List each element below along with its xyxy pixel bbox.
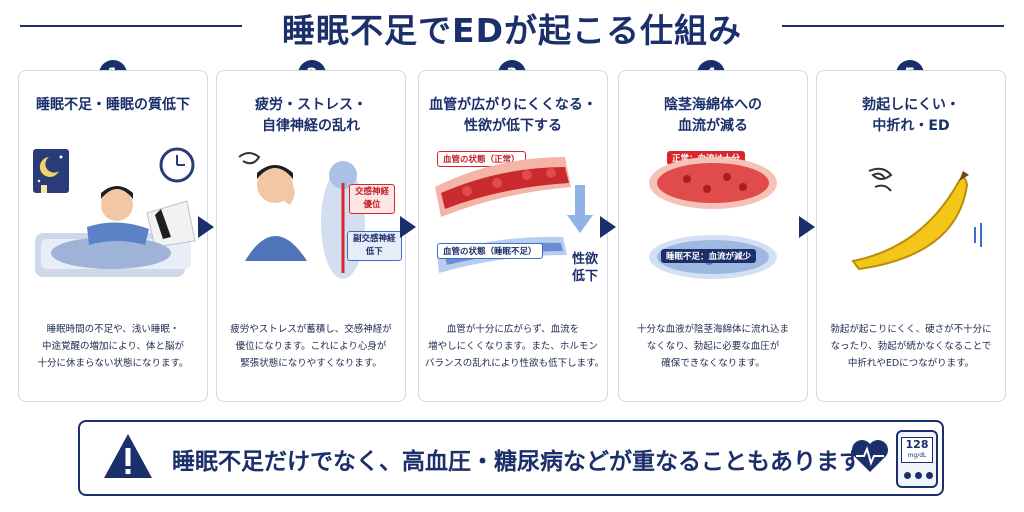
step-2-description: 疲労やストレスが蓄積し、交感神経が 優位になります。これにより心身が 緊張状態に… [223,321,399,372]
arrow-right-icon [400,216,416,238]
step-5-title-line: 勃起しにくい・ [862,97,960,113]
libido-low-label: 性欲 低下 [565,251,605,285]
step-2-card: 疲労・ストレス・ 自律神経の乱れ 交感神経 優位 副交感神経 低下 疲労やストレ… [216,70,406,402]
banner-text: 睡眠不足だけでなく、高血圧・糖尿病などが重なることもあります [172,449,862,475]
warning-banner: 睡眠不足だけでなく、高血圧・糖尿病などが重なることもあります 128 mg/dL [78,420,944,496]
step-5-title-line: 中折れ・ED [872,118,950,134]
step-3-desc-line: バランスの乱れにより性欲も低下します。 [425,358,605,369]
reduced-flow-label: 睡眠不足：血流が減少 [661,249,757,263]
step-3-title-line: 性欲が低下する [464,118,562,134]
meter-unit: mg/dL [907,452,927,459]
parasympathetic-label-line: 低下 [365,247,383,257]
libido-low-line: 性欲 [571,252,598,267]
normal-vessel [435,157,571,217]
dizzy-swirl-icon [868,167,893,192]
step-4-title-line: 血流が減る [678,118,748,134]
step-5-description: 勃起が起こりにくく、硬さが不十分に なったり、勃起が続かなくなることで 中折れや… [823,321,999,372]
moon-icon [33,149,69,193]
step-3-description: 血管が十分に広がらず、血流を 増やしにくくなります。また、ホルモン バランスの乱… [425,321,605,372]
step-2-desc-line: 疲労やストレスが蓄積し、交感神経が [230,324,392,335]
sympathetic-label-line: 優位 [363,200,381,210]
downward-arrow [567,185,593,233]
step-3-desc-line: 血管が十分に広がらず、血流を [446,324,580,335]
step-4-description: 十分な血液が陰茎海綿体に流れ込ま なくなり、勃起に必要な血圧が 確保できなくなり… [625,321,801,372]
arrow-right-icon [198,216,214,238]
step-5-card: 勃起しにくい・ 中折れ・ED 勃起が起こりにくく、硬さが不十分に なったり、勃起… [816,70,1006,402]
banana-illustration [851,167,982,271]
step-4-desc-line: 確保できなくなります。 [661,358,765,369]
normal-vessel-label: 血管の状態（正常） [437,151,526,167]
arrow-right-icon [799,216,815,238]
title-row: 睡眠不足でEDが起こる仕組み [0,0,1024,52]
parasympathetic-label-line: 副交感神経 [353,234,396,244]
step-1-desc-line: 中途覚醒の増加により、体と脳が [42,341,184,352]
step-2-title: 疲労・ストレス・ 自律神経の乱れ [221,95,401,137]
step-4-desc-line: なくなり、勃起に必要な血圧が [646,341,780,352]
warning-icon [104,434,152,478]
step-5-desc-line: 勃起が起こりにくく、硬さが不十分に [830,324,992,335]
title-rule-right [782,25,1004,27]
step-2-desc-line: 緊張状態になりやすくなります。 [240,358,382,369]
step-5-desc-line: 中折れやEDにつながります。 [847,358,975,369]
step-1-desc-line: 十分に休まらない状態になります。 [37,358,189,369]
step-1-title-line: 睡眠不足・睡眠の質低下 [36,97,190,113]
page-title: 睡眠不足でEDが起こる仕組み [282,11,742,50]
step-3-card: 血管が広がりにくくなる・ 性欲が低下する 血管の状態（正常） 血管の状態（睡眠不… [418,70,608,402]
meter-button [915,472,922,479]
dizzy-swirl-icon [238,152,261,165]
step-2-desc-line: 優位になります。これにより心身が [235,341,387,352]
step-1-title: 睡眠不足・睡眠の質低下 [23,95,203,116]
meter-value: 128 [905,438,929,451]
clock-icon [159,147,195,183]
sympathetic-label: 交感神経 優位 [349,184,396,214]
step-2-title-line: 自律神経の乱れ [262,118,360,134]
libido-low-line: 低下 [571,269,598,284]
parasympathetic-label: 副交感神経 低下 [347,231,402,261]
heart-pulse-icon [852,440,888,472]
step-4-title-line: 陰茎海綿体への [664,97,762,113]
sympathetic-label-line: 交感神経 [355,187,390,197]
step-1-desc-line: 睡眠時間の不足や、浅い睡眠・ [46,324,180,335]
step-4-title: 陰茎海綿体への 血流が減る [623,95,803,137]
step-4-card: 陰茎海綿体への 血流が減る 正常：血流は十分 睡眠不足：血流が減少 十分な血液が… [618,70,808,402]
arrow-right-icon [600,216,616,238]
step-3-desc-line: 増やしにくくなります。また、ホルモン [428,341,598,352]
step-3-title: 血管が広がりにくくなる・ 性欲が低下する [423,95,603,137]
title-rule-left [20,25,242,27]
step-4-desc-line: 十分な血液が陰茎海綿体に流れ込ま [636,324,789,335]
meter-button [926,472,933,479]
sleepless-man-illustration [33,147,196,277]
step-1-description: 睡眠時間の不足や、浅い睡眠・ 中途覚醒の増加により、体と脳が 十分に休まらない状… [25,321,201,372]
step-2-title-line: 疲労・ストレス・ [255,97,367,113]
glucose-meter-icon: 128 mg/dL [896,430,938,488]
step-1-card: 睡眠不足・睡眠の質低下 睡眠時間の不足や、浅い睡眠・ 中途覚醒の増加により、体と… [18,70,208,402]
meter-screen: 128 mg/dL [901,437,933,463]
step-5-desc-line: なったり、勃起が続かなくなることで [830,341,992,352]
step-5-title: 勃起しにくい・ 中折れ・ED [821,95,1001,137]
sleepless-vessel-label: 血管の状態（睡眠不足） [437,243,543,259]
step-3-title-line: 血管が広がりにくくなる・ [429,97,597,113]
meter-button [904,472,911,479]
